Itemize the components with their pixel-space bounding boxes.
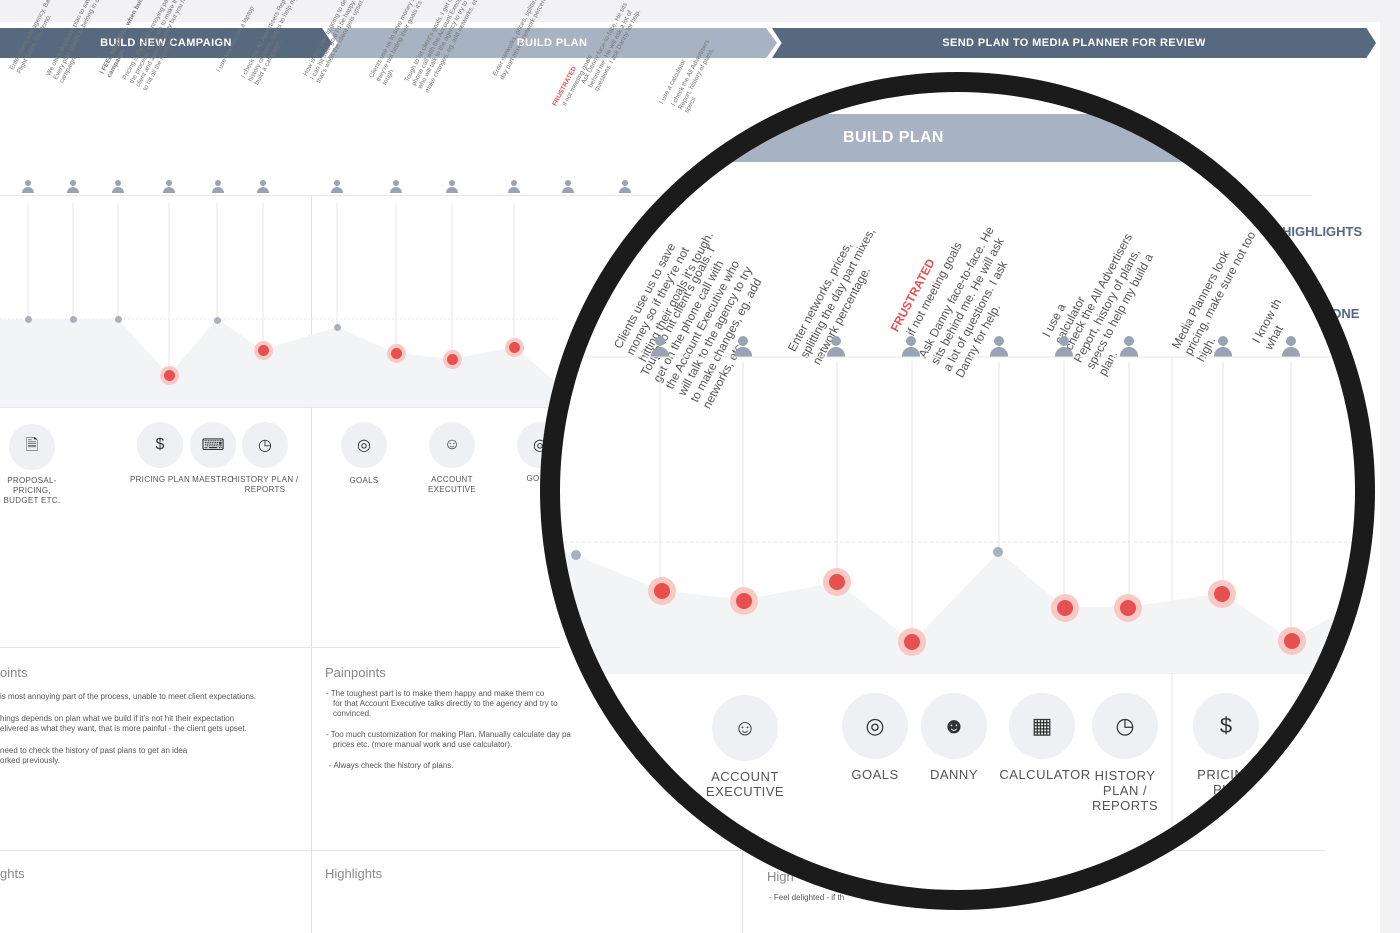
divider — [0, 407, 560, 408]
emotion-point-pain — [390, 347, 402, 359]
person-icon — [1055, 336, 1073, 358]
emotion-curve-lens — [540, 356, 1375, 910]
emotion-point-pain — [446, 353, 458, 365]
divider — [0, 647, 560, 648]
emotion-point-pain — [1284, 633, 1300, 649]
emotion-point-neutral — [114, 315, 122, 323]
person-icon — [22, 180, 34, 194]
emotion-point-pain — [1057, 600, 1073, 616]
painpoint-line: - Always check the history of plans. — [329, 761, 454, 770]
goals-icon: ◎ — [842, 693, 908, 759]
person-icon — [1214, 336, 1232, 358]
painpoint-line: orked previously. — [0, 756, 60, 765]
document-dollar-icon: 🗎 — [9, 424, 55, 470]
emotion-point-pain — [508, 341, 520, 353]
person-icon — [331, 180, 343, 194]
person-icon — [619, 180, 631, 194]
lens-touchpoint-label: ACCOUNT EXECUTIVE — [705, 769, 785, 799]
laptop-lock-icon: ⌨ — [190, 422, 236, 468]
lens-phase-banner: BUILD PLAN — [725, 114, 1280, 162]
emotion-point-neutral — [213, 316, 221, 324]
magnifier-lens: BUILD PLAN when the Clients use us to sa… — [540, 72, 1375, 910]
touchpoint-label: ACCOUNT EXECUTIVE — [427, 475, 477, 494]
report-clock-icon: ◷ — [1092, 693, 1158, 759]
painpoint-line: prices etc. (more manual work and use ca… — [333, 740, 513, 749]
column-divider — [311, 195, 312, 933]
emotion-point-pain — [1120, 600, 1136, 616]
painpoint-line: for that Account Executive talks directl… — [333, 699, 558, 708]
emotion-point-neutral — [333, 323, 341, 331]
person-icon — [902, 336, 920, 358]
emotion-point-pain — [163, 369, 175, 381]
person-icon — [163, 180, 175, 194]
touchpoint-label: PROPOSAL-PRICING, BUDGET etc. — [3, 476, 61, 505]
highlights-row-label: HIGHLIGHTS — [1282, 224, 1363, 239]
emotion-curve-left — [0, 203, 560, 407]
phase-build-new-campaign: BUILD NEW CAMPAIGN — [0, 28, 332, 58]
painpoint-line: need to check the history of past plans … — [0, 746, 188, 755]
lens-touchpoint-label: HISTORY PLAN / REPORTS — [1091, 768, 1159, 813]
lens-touchpoint-label: PRICING PLA — [1197, 767, 1255, 797]
emotion-point-neutral — [571, 550, 581, 560]
painpoints-title: oints — [0, 665, 28, 680]
person-icon — [212, 180, 224, 194]
painpoints-title: Painpoints — [325, 665, 386, 680]
person-icon — [734, 336, 752, 358]
highlights-title: ghts — [0, 866, 25, 881]
lens-touchpoint-label: CALCULATOR — [999, 767, 1091, 782]
person-tie-icon: ☻ — [921, 693, 987, 759]
emotion-point-pain — [1214, 586, 1230, 602]
executive-icon: ☺ — [429, 422, 475, 468]
painpoint-line: - Too much customization for making Plan… — [326, 730, 571, 739]
painpoint-line: - The toughest part is to make them happ… — [326, 689, 545, 698]
calculator-icon: ▦ — [1009, 693, 1075, 759]
person-icon — [67, 180, 79, 194]
touchpoint-label: GOALS — [349, 476, 379, 485]
touchpoint-label: GO — [526, 474, 540, 483]
dollar-icon: $ — [1193, 693, 1259, 759]
person-icon — [1120, 336, 1138, 358]
emotion-point-pain — [257, 344, 269, 356]
executive-icon: ☺ — [712, 695, 778, 761]
lens-touchpoint-label: GOALS — [851, 767, 899, 782]
painpoint-line: elivered as what they want, that is more… — [0, 724, 247, 733]
emotion-point-neutral — [24, 315, 32, 323]
person-icon — [990, 336, 1008, 358]
emotion-point-neutral — [69, 315, 77, 323]
painpoint-line: hings depends on plan what we build if i… — [0, 714, 235, 723]
touchpoint-label: HISTORY PLAN / REPORTS — [231, 475, 299, 494]
divider — [0, 195, 1312, 196]
person-icon — [827, 336, 845, 358]
painpoint-line: convinced. — [333, 709, 372, 718]
phase-send-plan: SEND PLAN TO MEDIA PLANNER FOR REVIEW — [772, 28, 1376, 58]
touchpoint-label: PRICING PLAN — [129, 475, 191, 484]
divider — [0, 850, 1325, 851]
person-icon — [508, 180, 520, 194]
emotion-point-pain — [736, 593, 752, 609]
goals-icon: ◎ — [341, 422, 387, 468]
emotion-point-pain — [904, 634, 920, 650]
emotion-point-neutral — [993, 547, 1003, 557]
person-icon — [112, 180, 124, 194]
person-icon — [257, 180, 269, 194]
highlights-title: Highlights — [325, 866, 383, 881]
touchpoint-label: MAESTRO — [192, 475, 234, 484]
report-clock-icon: ◷ — [242, 422, 288, 468]
lens-touchpoint-label: DANNY — [929, 767, 978, 782]
person-icon — [651, 336, 669, 358]
person-icon — [390, 180, 402, 194]
painpoint-line: is most annoying part of the process, un… — [0, 692, 257, 701]
person-icon — [562, 180, 574, 194]
person-icon — [446, 180, 458, 194]
person-icon — [1282, 336, 1300, 358]
emotion-point-pain — [829, 574, 845, 590]
phase-build-plan: BUILD PLAN — [327, 28, 777, 58]
dollar-icon: $ — [137, 422, 183, 468]
emotion-point-pain — [654, 583, 670, 599]
